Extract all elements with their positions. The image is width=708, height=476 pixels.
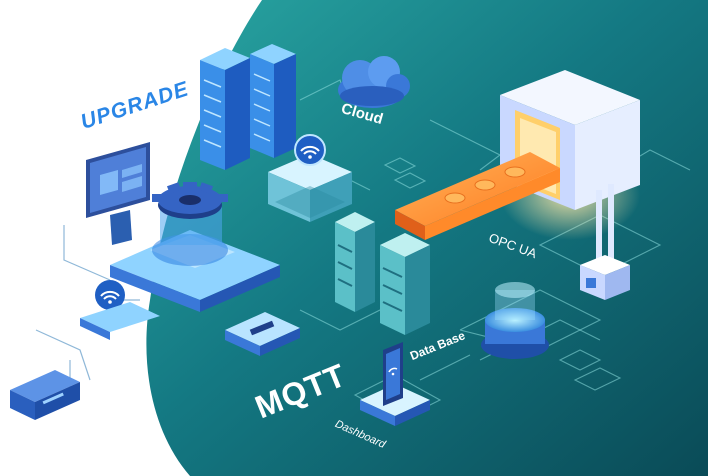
sensor-icon (580, 184, 630, 300)
switch-device (225, 312, 300, 356)
router-icon (10, 370, 80, 420)
oven-icon (500, 70, 640, 240)
cloud-icon (338, 56, 410, 108)
panel-device (80, 302, 160, 340)
wifi-icon (294, 134, 326, 166)
conveyor-belt (395, 152, 560, 240)
hub-device (268, 154, 352, 222)
server-icon (200, 44, 296, 170)
cylinder-device (481, 282, 549, 359)
database-server-icon (335, 212, 430, 335)
monitor-icon (86, 142, 150, 245)
phone-icon (360, 342, 430, 426)
gear-icon (152, 182, 228, 266)
wifi-icon (95, 280, 125, 310)
